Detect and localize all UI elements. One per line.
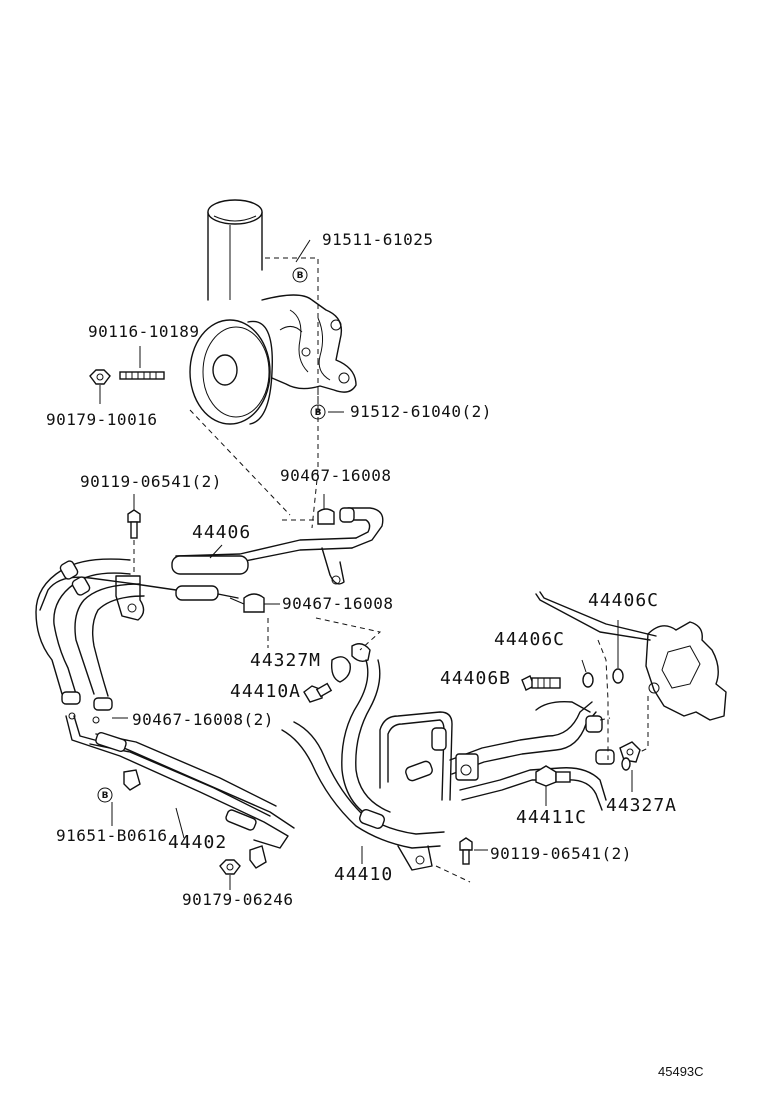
label-44406: 44406	[192, 522, 252, 543]
label-44406C: 44406C	[494, 629, 566, 650]
figure-number: 45493C	[658, 1064, 704, 1079]
label-44327A: 44327A	[606, 795, 678, 816]
nut-90179-06246	[219, 859, 241, 890]
gasket-44406C-right	[612, 620, 624, 684]
label-90467-16008-middle: 90467-16008	[282, 594, 394, 613]
marker-b-left-text: B	[102, 791, 109, 801]
steering-gear-housing	[535, 591, 727, 760]
union-bolt-44411C	[535, 765, 571, 806]
union-bolt-44406B	[521, 675, 561, 691]
label-44406C-top: 44406C	[588, 590, 660, 611]
label-90179-06246: 90179-06246	[182, 890, 294, 909]
label-90119-06541-upper: 90119-06541(2)	[80, 472, 222, 491]
label-90179-10016: 90179-10016	[46, 410, 158, 429]
label-90467-16008-lower: 90467-16008(2)	[132, 710, 274, 729]
label-44410: 44410	[334, 864, 394, 885]
label-91651-B0616: 91651-B0616	[56, 826, 168, 845]
label-90119-06541-lower: 90119-06541(2)	[490, 844, 632, 863]
gasket-44327A	[619, 741, 641, 792]
bolt-90119-lower	[459, 837, 488, 865]
clamp-90467-middle	[229, 593, 280, 613]
hose-44406	[39, 494, 384, 611]
return-hoses-left	[35, 558, 145, 719]
bolt-90119-upper	[115, 494, 145, 621]
label-91512-61040: 91512-61040(2)	[350, 402, 492, 421]
label-44327M: 44327M	[250, 650, 322, 671]
label-44410A: 44410A	[230, 681, 302, 702]
label-44402: 44402	[168, 832, 228, 853]
marker-b-upper: B	[292, 267, 308, 283]
marker-b-left: B	[97, 787, 113, 803]
label-44406B: 44406B	[440, 668, 512, 689]
cooler-pipe-44402	[65, 712, 295, 869]
label-90467-16008-upper: 90467-16008	[280, 466, 392, 485]
pressure-hose-44410	[267, 617, 615, 883]
marker-b-upper-text: B	[297, 271, 304, 281]
label-91511-61025: 91511-61025	[322, 230, 434, 249]
nut-90179-10016	[89, 369, 111, 404]
stud-bolt-90116	[119, 371, 165, 380]
label-90116-10189: 90116-10189	[88, 322, 200, 341]
gasket-44406C-left	[581, 659, 594, 688]
power-steering-pump	[189, 199, 357, 425]
label-44411C: 44411C	[516, 807, 588, 828]
